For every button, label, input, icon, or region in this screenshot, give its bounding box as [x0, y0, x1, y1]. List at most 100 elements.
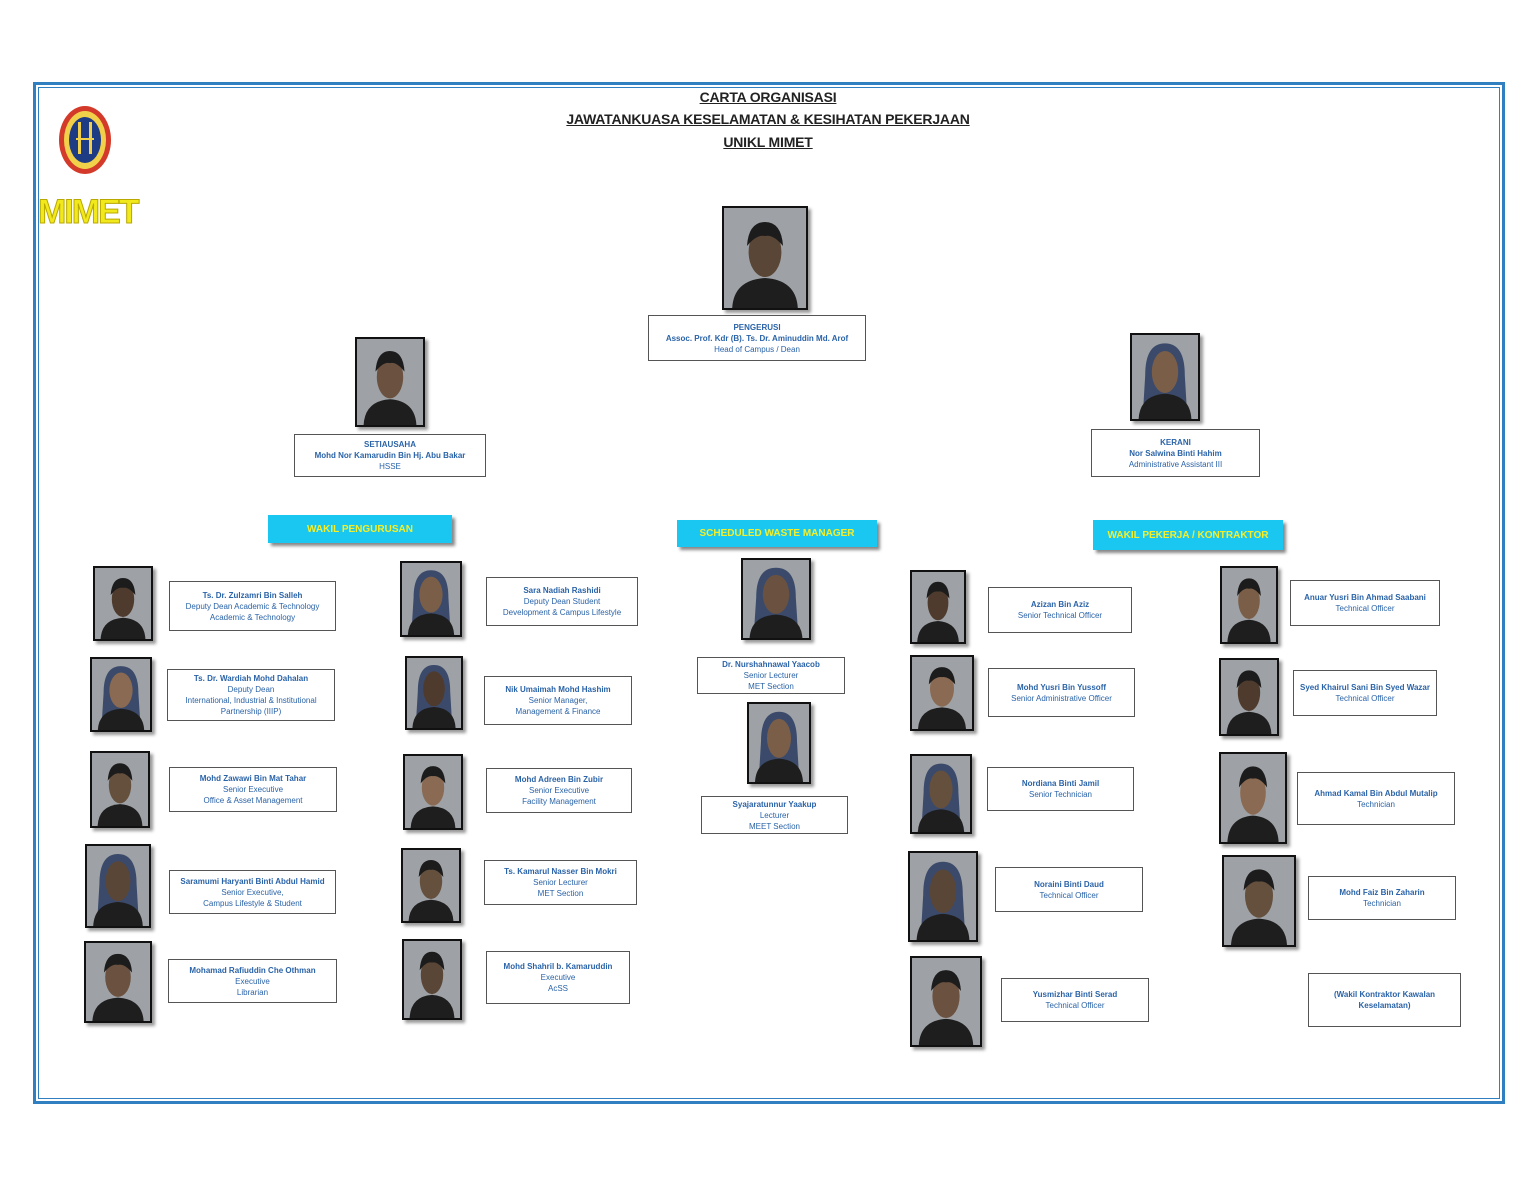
- management-right-0-l2: Deputy Dean Student: [523, 597, 601, 606]
- portrait-icon: [1132, 335, 1198, 419]
- management-right-3-l3: MET Section: [537, 889, 584, 898]
- management-left-1-photo: [90, 657, 152, 732]
- portrait-icon: [912, 657, 972, 729]
- portrait-icon: [95, 568, 151, 639]
- portrait-icon: [403, 850, 459, 921]
- clerk-title: Administrative Assistant III: [1128, 459, 1223, 469]
- workers-right-4-name: (Wakil Kontraktor Kawalan Keselamatan): [1333, 990, 1436, 1010]
- secretary-name: Mohd Nor Kamarudin Bin Hj. Abu Bakar: [314, 451, 466, 460]
- section-header-waste: SCHEDULED WASTE MANAGER: [677, 520, 877, 547]
- chairman-role: PENGERUSI: [733, 322, 781, 332]
- waste-manager-0-l2: Senior Lecturer: [743, 671, 799, 680]
- portrait-icon: [1221, 754, 1285, 842]
- management-right-2-name: Mohd Adreen Bin Zubir: [514, 775, 604, 784]
- workers-left-2-name: Nordiana Binti Jamil: [1021, 779, 1100, 788]
- waste-manager-0-l3: MET Section: [748, 682, 794, 691]
- page-frame: [33, 82, 1505, 1104]
- workers-left-0-l2: Senior Technical Officer: [1017, 611, 1103, 620]
- chart-title-line2: JAWATANKUASA KESELAMATAN & KESIHATAN PEK…: [566, 111, 970, 127]
- workers-left-4-name: Yusmizhar Binti Serad: [1032, 990, 1118, 999]
- workers-left-3-name: Noraini Binti Daud: [1034, 879, 1104, 889]
- management-right-2-l2: Senior Executive: [528, 786, 590, 795]
- portrait-icon: [357, 339, 423, 425]
- portrait-icon: [405, 756, 461, 828]
- workers-left-1-photo: [910, 655, 974, 731]
- unikl-logo-icon: [59, 106, 111, 174]
- secretary-title: HSSE: [379, 462, 401, 471]
- management-right-0-l3: Development & Campus Lifestyle: [502, 608, 622, 617]
- workers-right-3-photo: [1222, 855, 1296, 947]
- management-right-3-name: Ts. Kamarul Nasser Bin Mokri: [504, 867, 617, 876]
- portrait-icon: [402, 563, 460, 635]
- clerk-photo: [1130, 333, 1200, 421]
- management-right-2-l3: Facility Management: [522, 797, 596, 806]
- management-left-0-l2: Deputy Dean Academic & Technology: [185, 601, 320, 611]
- portrait-icon: [912, 756, 970, 832]
- portrait-icon: [92, 659, 150, 730]
- page-frame-inner: [38, 87, 1500, 1099]
- management-right-4-photo: [402, 939, 462, 1020]
- workers-right-1-l2: Technical Officer: [1335, 694, 1395, 703]
- mimet-logo-text: MIMET: [38, 193, 141, 232]
- secretary-card: SETIAUSAHA Mohd Nor Kamarudin Bin Hj. Abu…: [294, 434, 486, 477]
- chart-title-line1: CARTA ORGANISASI: [699, 89, 837, 105]
- portrait-icon: [1224, 857, 1294, 945]
- chairman-title: Head of Campus / Dean: [714, 344, 800, 354]
- workers-right-2-photo: [1219, 752, 1287, 844]
- management-left-2-name: Mohd Zawawi Bin Mat Tahar: [199, 774, 307, 783]
- secretary-photo: [355, 337, 425, 427]
- workers-right-1-photo: [1219, 658, 1279, 736]
- management-right-4-name: Mohd Shahril b. Kamaruddin: [503, 962, 613, 971]
- management-right-4-l2: Executive: [540, 973, 576, 982]
- management-left-2-photo: [90, 751, 150, 828]
- management-left-0-name: Ts. Dr. Zulzamri Bin Salleh: [202, 590, 303, 600]
- workers-left-4-l2: Technical Officer: [1045, 1001, 1105, 1010]
- management-left-3-name: Saramumi Haryanti Binti Abdul Hamid: [180, 876, 325, 886]
- management-right-0-name: Sara Nadiah Rashidi: [523, 586, 601, 595]
- secretary-role: SETIAUSAHA: [363, 440, 416, 449]
- workers-right-0-photo: [1220, 566, 1278, 644]
- portrait-icon: [749, 704, 809, 782]
- management-left-3-l3: Campus Lifestyle & Student: [203, 898, 302, 908]
- waste-manager-1-name: Syajaratunnur Yaakup: [732, 799, 817, 809]
- management-left-0-l3: Academic & Technology: [209, 612, 296, 622]
- workers-left-0-name: Azizan Bin Aziz: [1030, 600, 1090, 609]
- chairman-name: Assoc. Prof. Kdr (B). Ts. Dr. Aminuddin …: [665, 333, 849, 343]
- management-left-1-name: Ts. Dr. Wardiah Mohd Dahalan: [193, 674, 309, 683]
- management-right-1-l2: Senior Manager,: [528, 696, 588, 705]
- waste-manager-1-photo: [747, 702, 811, 784]
- management-left-3-photo: [85, 844, 151, 928]
- waste-manager-1-l3: MEET Section: [749, 821, 800, 831]
- chairman-photo: [722, 206, 808, 310]
- management-right-1-name: Nik Umaimah Mohd Hashim: [505, 685, 611, 694]
- workers-right-4-card: (Wakil Kontraktor Kawalan Keselamatan): [1308, 973, 1461, 1027]
- workers-left-4-photo: [910, 956, 982, 1047]
- workers-left-1-l2: Senior Administrative Officer: [1011, 693, 1112, 703]
- portrait-icon: [404, 941, 460, 1018]
- portrait-icon: [724, 208, 806, 308]
- workers-left-3-photo: [908, 851, 978, 942]
- clerk-role: KERANI: [1160, 437, 1191, 447]
- portrait-icon: [86, 943, 150, 1021]
- portrait-icon: [1221, 660, 1277, 734]
- workers-left-2-photo: [910, 754, 972, 834]
- workers-left-1-name: Mohd Yusri Bin Yussoff: [1016, 682, 1107, 692]
- management-left-0-photo: [93, 566, 153, 641]
- portrait-icon: [92, 753, 148, 826]
- management-right-1-l3: Management & Finance: [515, 707, 601, 716]
- portrait-icon: [87, 846, 149, 926]
- portrait-icon: [912, 958, 980, 1045]
